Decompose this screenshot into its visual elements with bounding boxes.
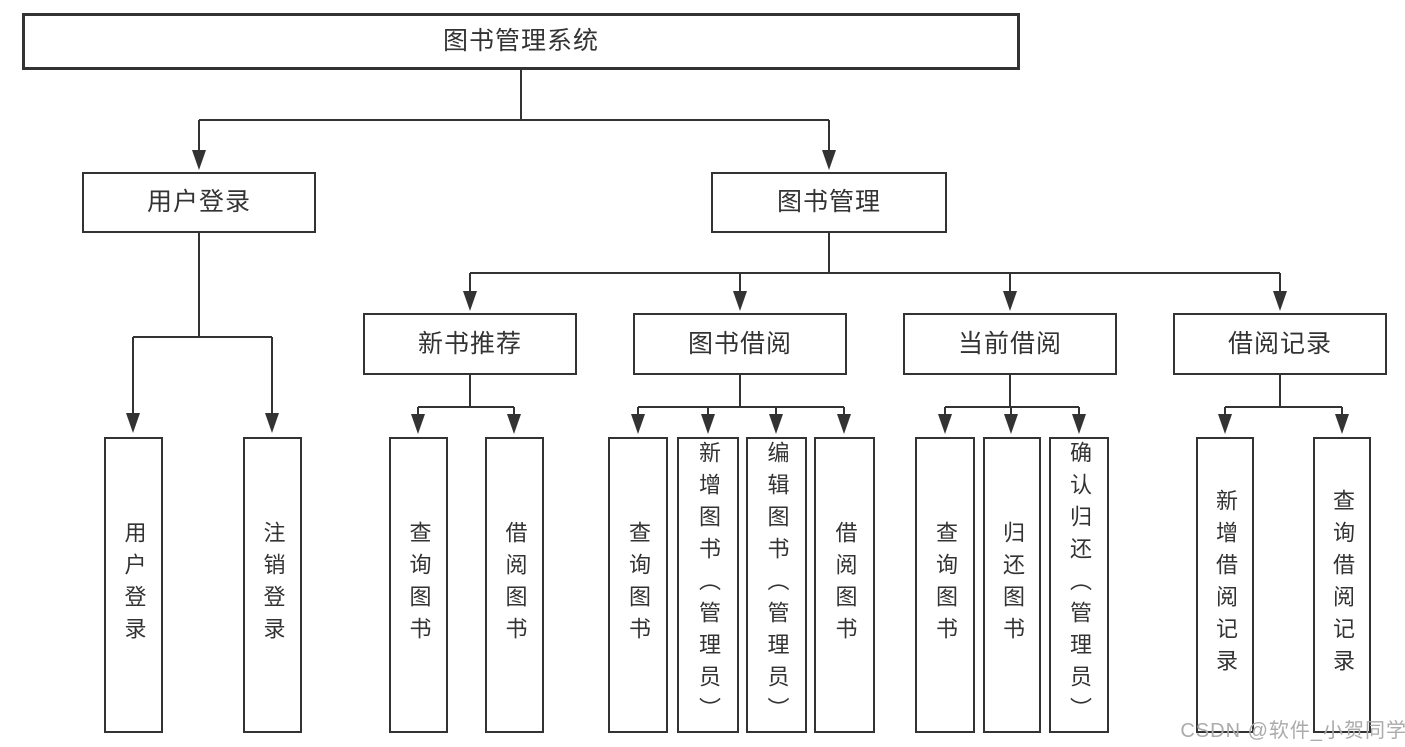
node-book-borrowing: 图书借阅 (633, 313, 847, 375)
leaf-nbr-query-books: 查询图书 (389, 437, 448, 733)
leaf-nbr-query-books-label: 查询图书 (406, 521, 432, 649)
connector-borrowing-records-to-leaves (1224, 375, 1343, 416)
connector-root-to-level2 (198, 70, 830, 152)
connector-current-borrowing-to-leaves (944, 375, 1080, 416)
node-current-borrowing: 当前借阅 (903, 313, 1117, 375)
connector-book-management-to-level3 (469, 233, 1281, 293)
leaf-nbr-borrow-books: 借阅图书 (485, 437, 544, 733)
node-borrowing-records: 借阅记录 (1173, 313, 1387, 375)
leaf-br-add-record: 新增借阅记录 (1196, 437, 1254, 733)
leaf-user-login-label: 用户登录 (121, 521, 147, 649)
leaf-bb-edit-books-label: 编辑图书（管理员） (764, 441, 790, 729)
leaf-nbr-borrow-books-label: 借阅图书 (502, 521, 528, 649)
leaf-bb-add-books: 新增图书（管理员） (677, 437, 739, 733)
leaf-user-login: 用户登录 (104, 437, 163, 733)
node-new-book-recommend: 新书推荐 (363, 313, 577, 375)
leaf-cb-confirm-return-label: 确认归还（管理员） (1067, 441, 1092, 729)
leaf-br-add-record-label: 新增借阅记录 (1213, 489, 1238, 681)
leaf-br-query-record: 查询借阅记录 (1313, 437, 1371, 733)
leaf-bb-query-books: 查询图书 (608, 437, 668, 733)
leaf-br-query-record-label: 查询借阅记录 (1330, 489, 1355, 681)
leaf-logout: 注销登录 (243, 437, 302, 733)
leaf-cb-return-books: 归还图书 (983, 437, 1041, 733)
node-user-login: 用户登录 (82, 172, 316, 233)
node-book-management: 图书管理 (711, 172, 947, 233)
leaf-cb-query-books: 查询图书 (915, 437, 975, 733)
leaf-cb-return-books-label: 归还图书 (1000, 521, 1025, 649)
connector-user-login-to-leaves (132, 233, 273, 415)
leaf-bb-query-books-label: 查询图书 (626, 521, 651, 649)
watermark: CSDN @软件_小贺同学 (1180, 720, 1405, 742)
leaf-cb-query-books-label: 查询图书 (933, 521, 958, 649)
leaf-bb-edit-books: 编辑图书（管理员） (746, 437, 807, 733)
connector-book-borrowing-to-leaves (637, 375, 845, 416)
leaf-logout-label: 注销登录 (260, 521, 286, 649)
leaf-cb-confirm-return: 确认归还（管理员） (1049, 437, 1109, 733)
leaf-bb-borrow-books: 借阅图书 (814, 437, 875, 733)
leaf-bb-borrow-books-label: 借阅图书 (832, 521, 858, 649)
connector-new-book-recommend-to-leaves (417, 375, 515, 416)
leaf-bb-add-books-label: 新增图书（管理员） (696, 441, 721, 729)
node-root: 图书管理系统 (22, 13, 1020, 70)
